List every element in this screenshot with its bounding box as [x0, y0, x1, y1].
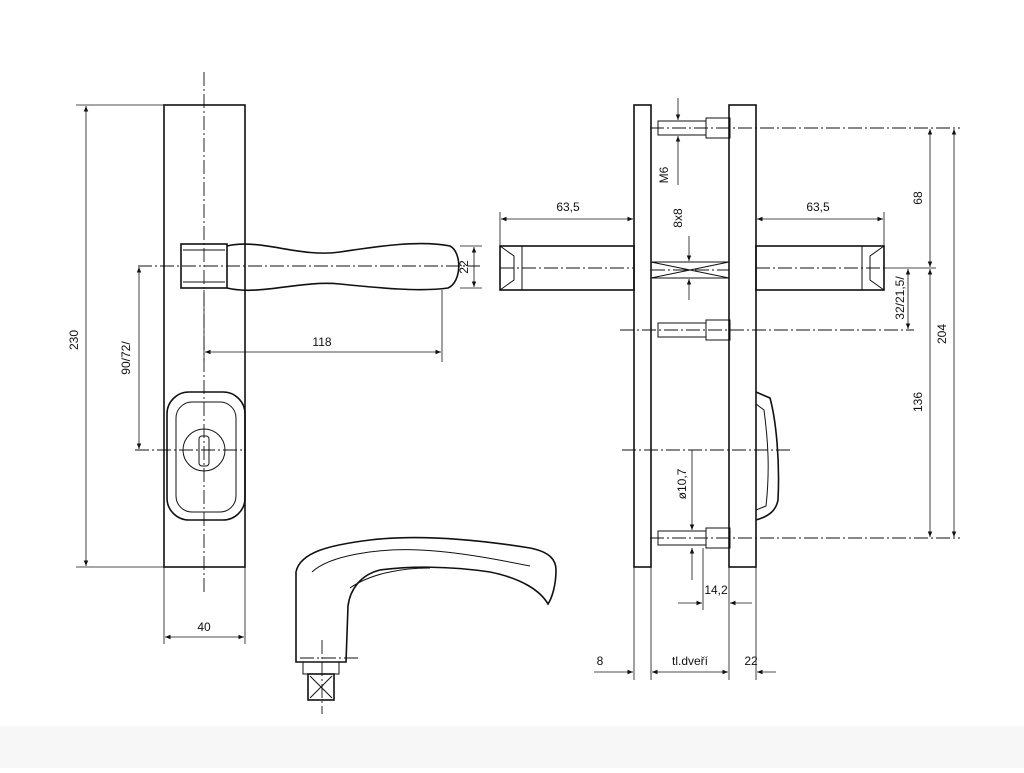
- label-plate-thickness-right: 22: [744, 654, 758, 668]
- left-spindle: [499, 245, 635, 291]
- inner-plate: [633, 104, 652, 568]
- dim-top-screw: 68: [884, 129, 936, 269]
- middle-screw: [620, 319, 914, 341]
- dim-lower-distance: 136: [911, 269, 933, 537]
- dim-mid-offset: 32/21,5/: [893, 269, 911, 329]
- dim-plate-width: 40: [163, 567, 246, 644]
- label-lower-distance: 136: [911, 392, 925, 412]
- handle-perspective: [295, 536, 557, 714]
- dim-spindle-right: 63,5: [757, 200, 885, 246]
- back-plate: [163, 104, 246, 568]
- side-view: M6 8x8 63,5 63,5 68: [499, 98, 960, 680]
- dim-bottom-row: 8 tl.dveří 22: [594, 567, 776, 680]
- label-plate-height: 230: [67, 330, 81, 350]
- bottom-strip: [0, 726, 1024, 768]
- key-escutcheon: [135, 391, 246, 521]
- dim-axis-distance: 90/72/: [119, 267, 142, 449]
- label-top-screw: 68: [911, 191, 925, 205]
- dim-handle-length: 118: [203, 290, 443, 362]
- label-spindle-right: 63,5: [806, 200, 830, 214]
- outer-plate: [728, 104, 757, 568]
- label-axis-distance: 90/72/: [119, 341, 133, 375]
- top-screw: [650, 117, 960, 139]
- label-spindle-left: 63,5: [556, 200, 580, 214]
- label-hole-diameter: ø10,7: [675, 468, 689, 499]
- label-mid-offset: 32/21,5/: [893, 276, 907, 320]
- dim-hole-diameter: ø10,7: [675, 450, 695, 580]
- dim-projection: 14,2: [678, 548, 752, 610]
- label-projection: 14,2: [704, 583, 728, 597]
- dim-thread: M6: [657, 98, 681, 185]
- dim-plate-height: 230: [67, 104, 164, 568]
- label-handle-thickness: 22: [457, 260, 471, 274]
- label-door-thickness: tl.dveří: [672, 654, 709, 668]
- bottom-screw: [650, 527, 960, 549]
- label-total-screw: 204: [935, 324, 949, 344]
- label-plate-thickness-left: 8: [597, 654, 604, 668]
- dim-handle-thickness: 22: [457, 245, 482, 289]
- label-thread: M6: [657, 166, 671, 183]
- label-handle-length: 118: [312, 335, 331, 349]
- label-plate-width: 40: [197, 620, 211, 634]
- front-handle: [138, 242, 480, 292]
- dim-total-screw: 204: [935, 129, 957, 537]
- right-spindle: [755, 245, 885, 291]
- dim-square: 8x8: [671, 208, 692, 300]
- front-view: 230 90/72/ 118 22 40: [67, 72, 482, 644]
- dim-spindle-left: 63,5: [499, 200, 635, 246]
- label-square: 8x8: [671, 208, 685, 228]
